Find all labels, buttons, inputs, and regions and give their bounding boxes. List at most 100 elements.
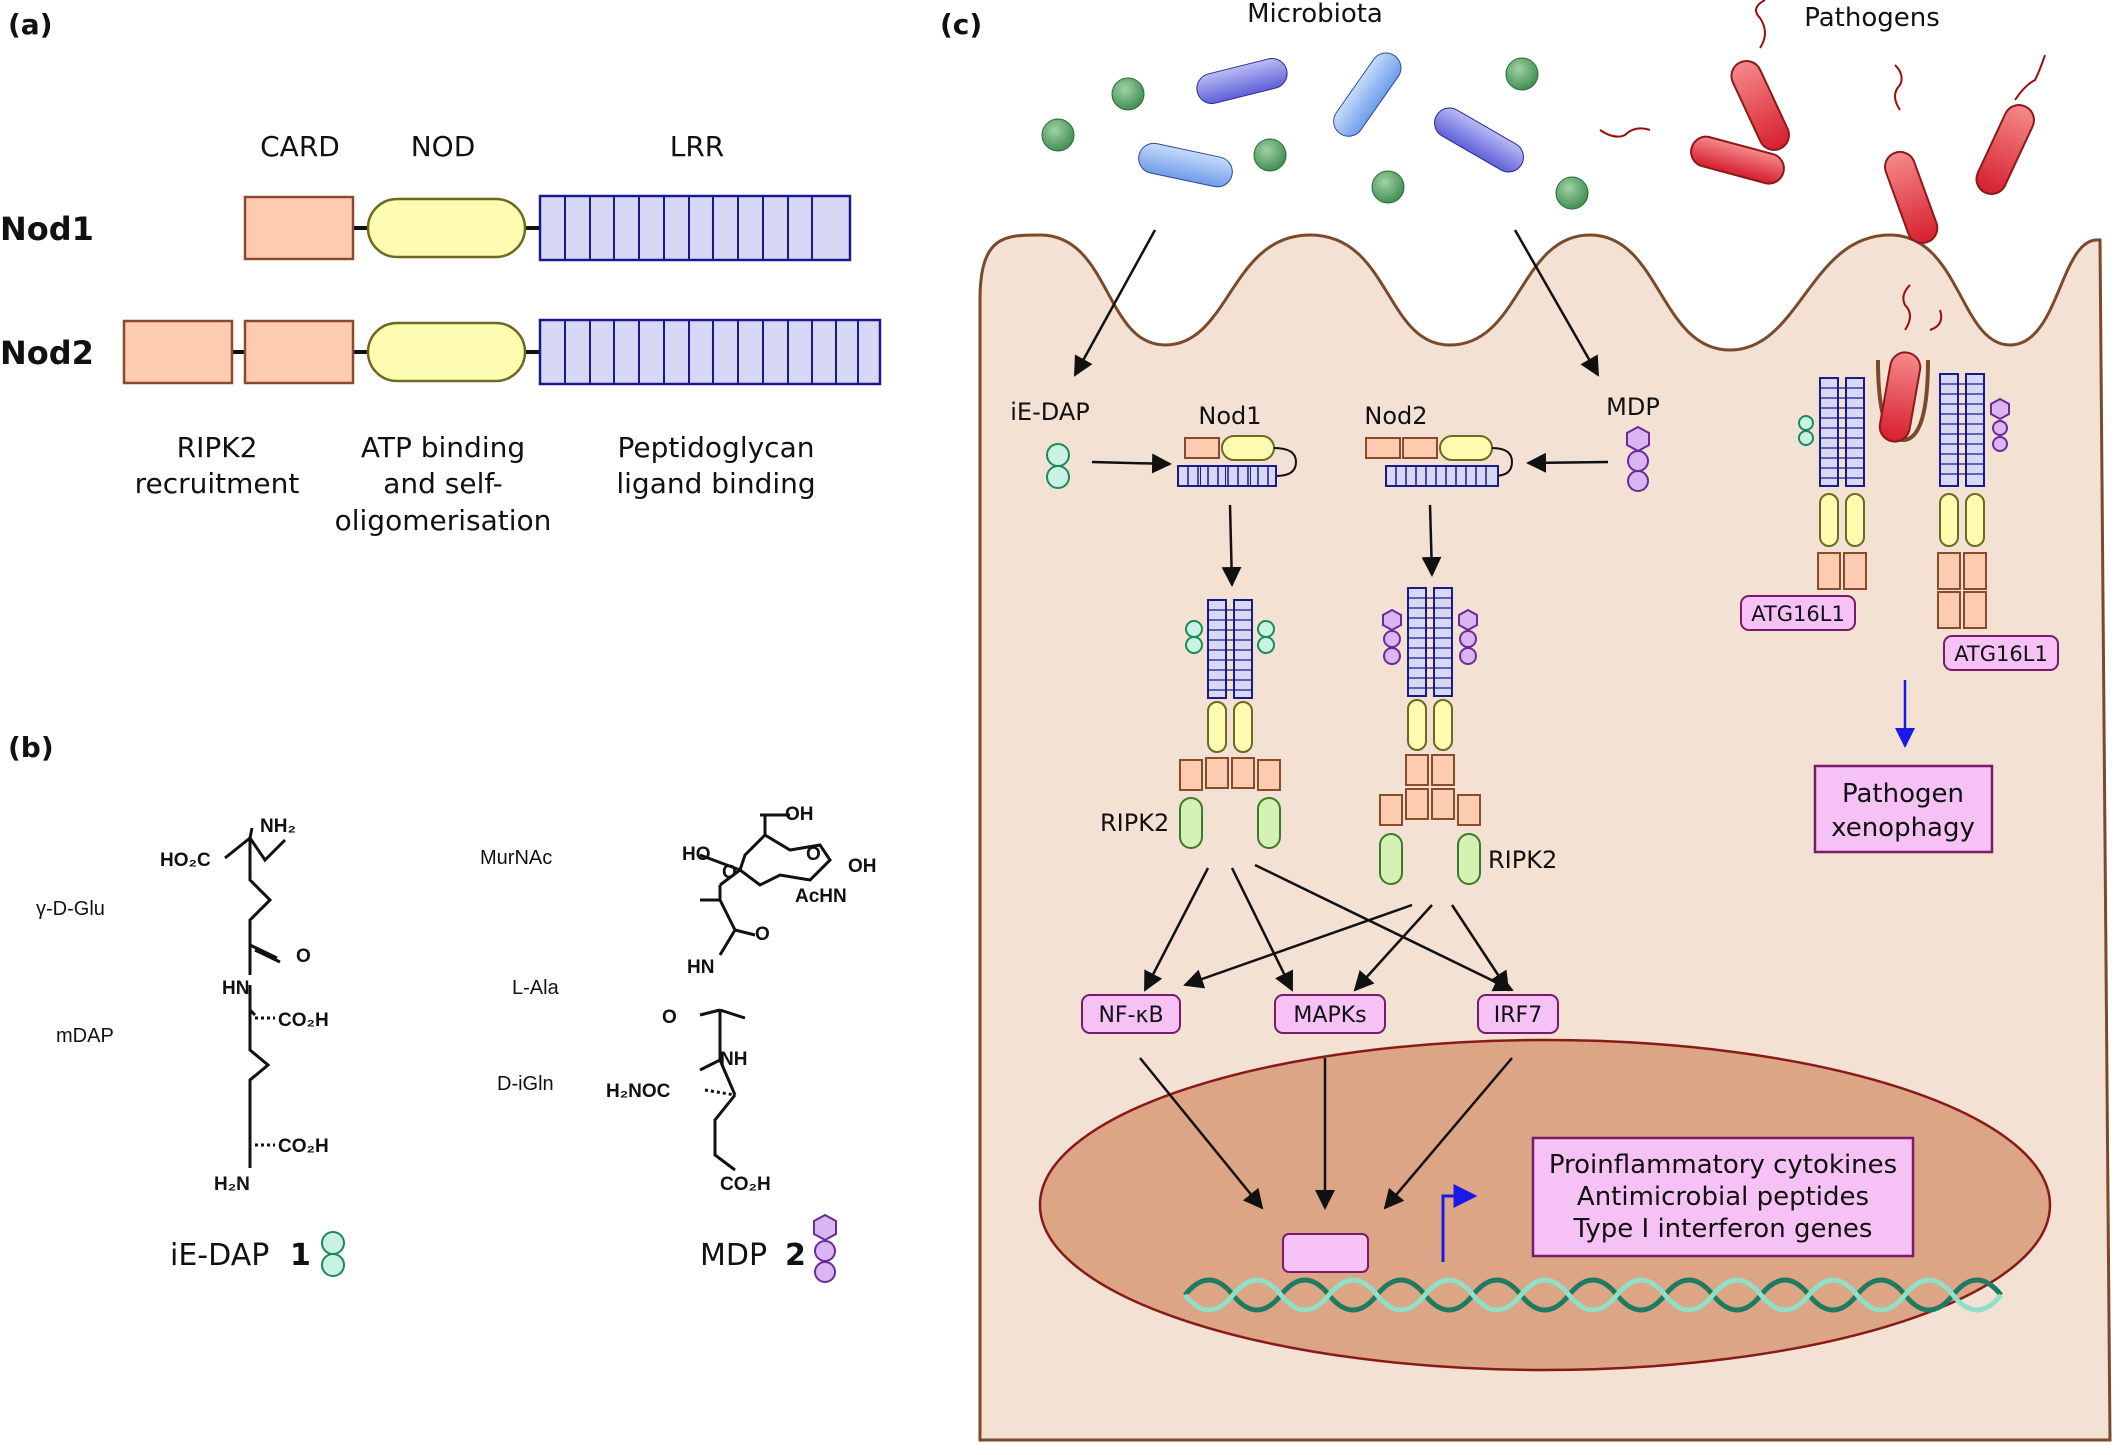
ie-dap-ligand-label: iE-DAP bbox=[1010, 398, 1089, 426]
invading-pathogen bbox=[1878, 351, 1922, 443]
mdp-oh-right: OH bbox=[848, 856, 877, 877]
nod-function-line3: oligomerisation bbox=[335, 504, 552, 537]
nod1-lrr-domain bbox=[538, 194, 852, 262]
card-function-line2: recruitment bbox=[135, 467, 300, 500]
nod2-domain-bar bbox=[122, 318, 882, 386]
mdp-ring-o: O bbox=[806, 844, 821, 865]
residue-d-igln: D-iGln bbox=[497, 1073, 554, 1095]
transcription-arrow bbox=[1441, 1184, 1478, 1262]
nod1-dimer-complex bbox=[1179, 599, 1281, 849]
genes-line3: Type I interferon genes bbox=[1573, 1214, 1873, 1244]
dna-helix bbox=[1183, 1277, 2003, 1313]
microbiota-bacteria bbox=[1041, 52, 1589, 210]
atg16l1-label-a: ATG16L1 bbox=[1751, 602, 1845, 626]
nod-function-line2: and self- bbox=[383, 467, 503, 500]
nod2-atg16l1-complex bbox=[1937, 373, 2010, 629]
signaling-arrows bbox=[1143, 863, 1514, 992]
arrow-microbiota-to-iedap bbox=[1073, 229, 1157, 377]
mdp-legend-icon bbox=[813, 1213, 837, 1283]
ie-dap-h2n: H₂N bbox=[214, 1174, 250, 1195]
mdp-h2noc: H₂NOC bbox=[606, 1081, 671, 1102]
genes-line1: Proinflammatory cytokines bbox=[1549, 1150, 1897, 1180]
xenophagy-line1: Pathogen bbox=[1842, 779, 1964, 809]
ie-dap-carbonyl-o: O bbox=[296, 946, 311, 967]
mapks-label: MAPKs bbox=[1293, 1003, 1366, 1028]
atg16l1-label-b: ATG16L1 bbox=[1954, 642, 2048, 666]
irf7-label: IRF7 bbox=[1494, 1003, 1542, 1028]
card-header: CARD bbox=[260, 130, 340, 163]
nod1-label: Nod1 bbox=[0, 210, 94, 248]
mdp-achn: AcHN bbox=[795, 886, 847, 907]
mapks-box bbox=[1274, 994, 1386, 1034]
nod2-inactive-label: Nod2 bbox=[1364, 402, 1427, 430]
atg16l1-box-b bbox=[1943, 635, 2059, 671]
arrow-nod1-activation bbox=[1221, 504, 1242, 587]
lrr-function-line1: Peptidoglycan bbox=[618, 431, 815, 464]
residue-glu: γ-D-Glu bbox=[36, 898, 105, 920]
mdp-nh: NH bbox=[720, 1049, 747, 1070]
card-function-line1: RIPK2 bbox=[177, 431, 258, 464]
arrow-iedap-to-nod1 bbox=[1091, 453, 1172, 474]
nod1-inactive-label: Nod1 bbox=[1198, 402, 1261, 430]
nod-header: NOD bbox=[411, 130, 476, 163]
arrow-microbiota-to-mdp bbox=[1513, 229, 1600, 377]
mdp-co2h: CO₂H bbox=[720, 1174, 771, 1195]
mdp-gln-o: O bbox=[662, 1007, 677, 1028]
nod2-nod-domain bbox=[366, 321, 527, 383]
nuclear-arrows bbox=[1139, 1057, 1513, 1210]
nod1-inactive bbox=[1177, 435, 1298, 487]
ie-dap-structure bbox=[224, 827, 287, 1168]
ie-dap-number: 1 bbox=[290, 1238, 311, 1273]
lrr-function-line2: ligand binding bbox=[616, 467, 815, 500]
nod1-domain-bar bbox=[243, 194, 852, 262]
ie-dap-ho2c: HO₂C bbox=[160, 850, 211, 871]
target-genes-box bbox=[1531, 1136, 1915, 1258]
mdp-ether-o: O bbox=[722, 862, 737, 883]
panel-a-label: (a) bbox=[8, 8, 53, 41]
microbiota-label: Microbiota bbox=[1247, 0, 1383, 29]
ie-dap-co2h-bot: CO₂H bbox=[278, 1136, 329, 1157]
ripk2-right-label: RIPK2 bbox=[1488, 846, 1557, 874]
mdp-number: 2 bbox=[785, 1238, 806, 1273]
panel-c-label: (c) bbox=[940, 8, 982, 41]
arrow-nod2-activation bbox=[1421, 504, 1442, 577]
irf7-box bbox=[1477, 994, 1559, 1034]
ie-dap-name: iE-DAP bbox=[170, 1238, 269, 1273]
pathogens-label: Pathogens bbox=[1804, 3, 1940, 33]
atg16l1-box-a bbox=[1740, 595, 1856, 631]
ripk2-left-label: RIPK2 bbox=[1100, 809, 1169, 837]
ie-dap-legend-icon bbox=[321, 1231, 345, 1277]
nod1-nod-domain bbox=[366, 197, 527, 259]
mdp-name: MDP bbox=[700, 1238, 767, 1273]
transcription-factor bbox=[1282, 1233, 1369, 1273]
xenophagy-line2: xenophagy bbox=[1831, 813, 1975, 843]
residue-murnac: MurNAc bbox=[480, 847, 552, 869]
ie-dap-ligand-icon bbox=[1046, 443, 1070, 489]
arrow-mdp-to-nod2 bbox=[1526, 452, 1609, 473]
mdp-hn: HN bbox=[687, 957, 714, 978]
mdp-oh-top: OH bbox=[785, 804, 814, 825]
mdp-ho: HO bbox=[682, 844, 711, 865]
ie-dap-hn: HN bbox=[222, 978, 249, 999]
ie-dap-co2h-mid: CO₂H bbox=[278, 1010, 329, 1031]
mdp-ala-o: O bbox=[755, 924, 770, 945]
mdp-ligand-icon bbox=[1626, 425, 1650, 492]
nod2-inactive bbox=[1365, 435, 1514, 487]
pathogen-bacteria bbox=[1599, 0, 2046, 331]
nod1-atg16l1-complex bbox=[1798, 377, 1867, 590]
nod2-lrr-domain bbox=[538, 318, 882, 386]
nod1-card-domain bbox=[243, 195, 355, 261]
nod2-card2-domain bbox=[243, 319, 355, 385]
nod2-label: Nod2 bbox=[0, 334, 94, 372]
genes-line2: Antimicrobial peptides bbox=[1577, 1182, 1869, 1212]
nfkb-box bbox=[1081, 994, 1181, 1034]
residue-l-ala: L-Ala bbox=[512, 977, 560, 999]
residue-mdap: mDAP bbox=[56, 1025, 114, 1047]
nfkb-label: NF-κB bbox=[1098, 1003, 1163, 1028]
nod2-card1-domain bbox=[122, 319, 234, 385]
panel-b-label: (b) bbox=[8, 731, 54, 764]
mdp-ligand-label: MDP bbox=[1606, 393, 1660, 421]
lrr-header: LRR bbox=[670, 130, 725, 163]
nod2-dimer-complex bbox=[1379, 587, 1481, 885]
